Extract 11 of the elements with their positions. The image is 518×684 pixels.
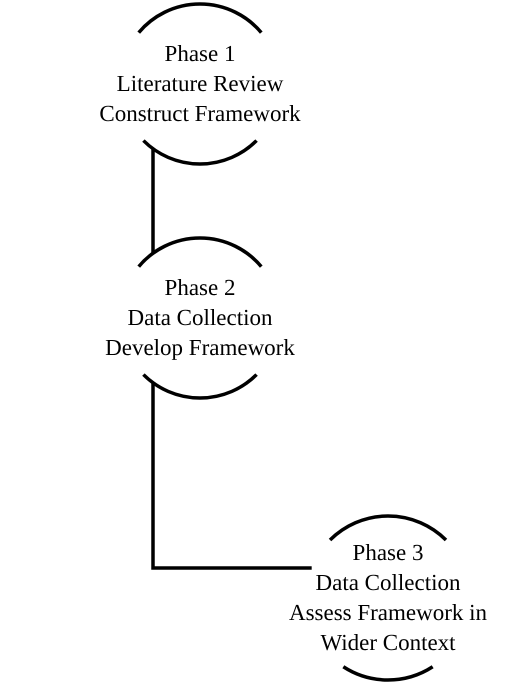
phase-text: Literature Review <box>116 70 284 98</box>
phase-text: Phase 2 <box>164 274 236 302</box>
phase-text: Develop Framework <box>105 334 295 362</box>
phase-text: Phase 1 <box>164 40 236 68</box>
phase-text: Data Collection <box>316 569 460 597</box>
phase-text: Assess Framework in Wider Context <box>288 599 488 657</box>
phase-text: Construct Framework <box>99 100 301 128</box>
phase-text: Data Collection <box>128 304 272 332</box>
connector-line <box>151 148 155 254</box>
phase-text: Phase 3 <box>352 539 424 567</box>
connector-line <box>151 382 312 570</box>
